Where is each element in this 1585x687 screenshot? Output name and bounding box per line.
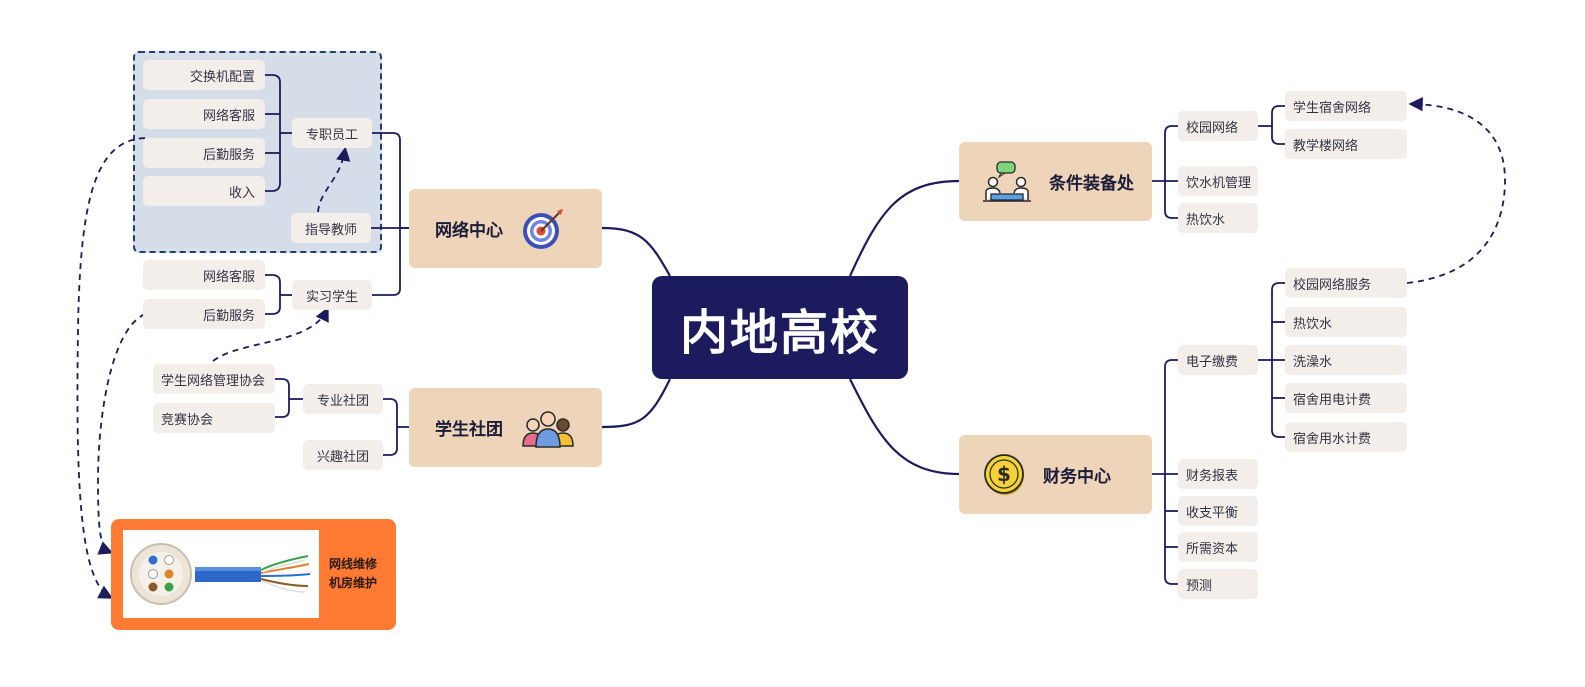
node-network-management-assoc[interactable]: 学生网络管理协会 [153,364,275,394]
equipment-office-label: 条件装备处 [1049,174,1134,194]
node-staff-network-service[interactable]: 网络客服 [143,99,265,129]
node-campus-network-service[interactable]: 校园网络服务 [1285,268,1407,298]
node-interest-clubs[interactable]: 兴趣社团 [303,440,383,470]
node-full-time-staff[interactable]: 专职员工 [292,118,372,148]
node-water-machine[interactable]: 饮水机管理 [1178,166,1258,196]
server-room-maintenance-text: 机房维护 [329,576,378,590]
node-forecast[interactable]: 预测 [1178,569,1258,599]
cable-repair-text: 网线维修 [329,557,378,571]
target-icon [521,207,565,251]
cable-image-card[interactable]: 网线维修 机房维护 [111,519,396,630]
cable-card-label: 网线维修 机房维护 [329,555,377,593]
node-professional-clubs[interactable]: 专业社团 [303,384,383,414]
node-required-capital[interactable]: 所需资本 [1178,532,1258,562]
node-staff-logistics[interactable]: 后勤服务 [143,138,265,168]
student-clubs-label: 学生社团 [435,420,503,440]
node-e-payment[interactable]: 电子缴费 [1178,345,1258,375]
main-topic-equipment-office[interactable]: 条件装备处 [959,142,1152,221]
node-dorm-water[interactable]: 宿舍用水计费 [1285,422,1407,452]
node-income[interactable]: 收入 [143,176,265,206]
node-shower-water[interactable]: 洗澡水 [1285,345,1407,375]
central-topic[interactable]: 内地高校 [652,276,908,379]
node-competition-assoc[interactable]: 竞赛协会 [153,403,275,433]
node-intern-network-service[interactable]: 网络客服 [143,260,265,290]
node-financial-report[interactable]: 财务报表 [1178,459,1258,489]
node-hot-water-equipment[interactable]: 热饮水 [1178,203,1258,233]
node-dorm-network[interactable]: 学生宿舍网络 [1285,91,1407,121]
svg-text:$: $ [997,462,1011,486]
main-topic-finance-center[interactable]: $ 财务中心 [959,435,1152,514]
node-pay-hot-water[interactable]: 热饮水 [1285,307,1407,337]
dollar-coin-icon: $ [983,453,1027,497]
meeting-icon [983,160,1033,204]
node-interns[interactable]: 实习学生 [292,280,372,310]
people-group-icon [521,408,575,448]
main-topic-network-center[interactable]: 网络中心 [409,189,602,268]
ethernet-cable-image [123,530,319,618]
finance-center-label: 财务中心 [1043,467,1111,487]
main-topic-student-clubs[interactable]: 学生社团 [409,388,602,467]
node-switch-config[interactable]: 交换机配置 [143,60,265,90]
node-dorm-electricity[interactable]: 宿舍用电计费 [1285,383,1407,413]
network-center-label: 网络中心 [435,221,503,241]
node-advisor[interactable]: 指导教师 [291,213,371,243]
node-budget-balance[interactable]: 收支平衡 [1178,496,1258,526]
node-campus-network[interactable]: 校园网络 [1178,111,1258,141]
node-intern-logistics[interactable]: 后勤服务 [143,299,265,329]
node-teaching-building-network[interactable]: 教学楼网络 [1285,129,1407,159]
